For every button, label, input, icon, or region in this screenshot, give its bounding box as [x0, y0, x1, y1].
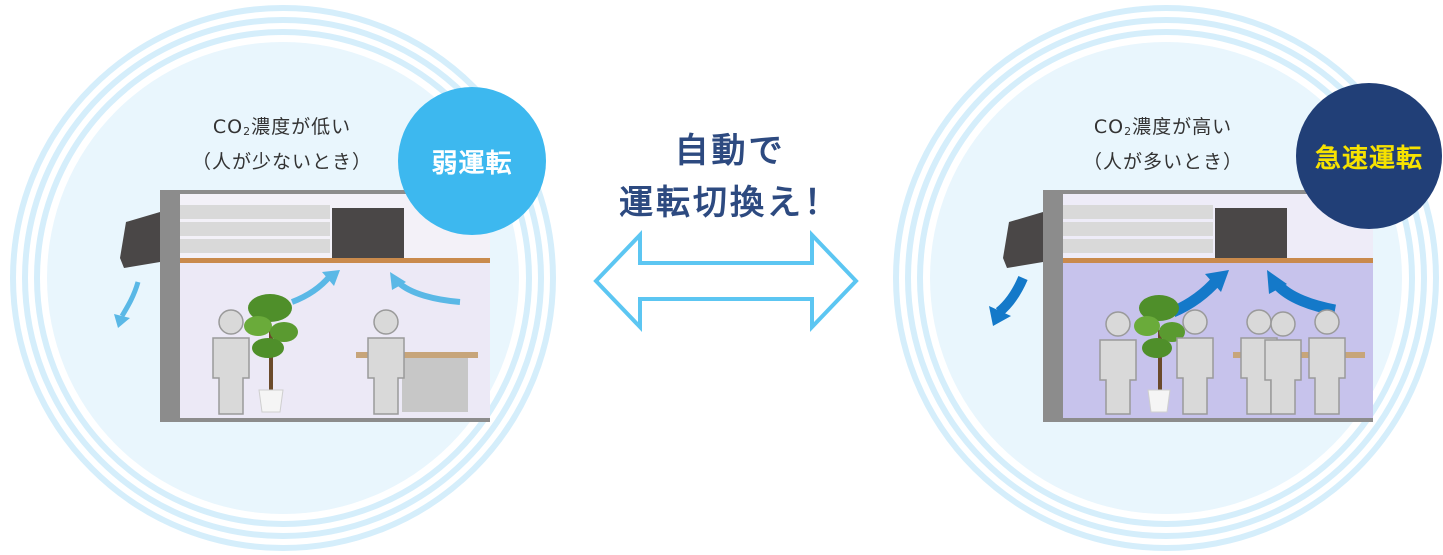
- desk-icon: [356, 352, 478, 412]
- high-co2-illustration: [893, 5, 1439, 551]
- intake-arrow-icon-2: [1272, 280, 1337, 316]
- exhaust-arrow-icon: [995, 275, 1028, 316]
- title-line1: 自動で: [674, 131, 786, 171]
- weak-operation-badge: 弱運転: [398, 87, 546, 235]
- crowd-icon: [1099, 309, 1346, 415]
- co2-label: CO2: [1093, 116, 1133, 138]
- intake-arrow-icon: [290, 274, 333, 305]
- intake-arrow-icon-2: [395, 279, 461, 305]
- title-line2: 運転切換え！: [619, 183, 841, 223]
- caption-line1: 濃度が低い: [251, 116, 352, 138]
- double-headed-arrow-icon: [593, 230, 859, 332]
- concentric-rings: [893, 5, 1439, 551]
- low-co2-illustration: [10, 5, 556, 551]
- rapid-operation-badge: 急速運転: [1296, 83, 1442, 229]
- concentric-rings: [10, 5, 556, 551]
- badge-label: 弱運転: [431, 148, 513, 179]
- caption-line2: （人が少ないとき）: [191, 151, 372, 173]
- low-co2-panel: CO2濃度が低い （人が少ないとき） 弱運転: [0, 0, 560, 555]
- badge-label: 急速運転: [1314, 143, 1423, 174]
- co2-label: CO2: [212, 116, 252, 138]
- high-co2-panel: CO2濃度が高い （人が多いとき） 急速運転: [883, 0, 1443, 555]
- high-co2-caption: CO2濃度が高い （人が多いとき）: [1033, 112, 1293, 177]
- potted-plant-icon: [1134, 295, 1185, 413]
- person-icon-2: [367, 309, 405, 415]
- exhaust-arrowhead: [114, 314, 130, 328]
- low-co2-caption: CO2濃度が低い （人が少ないとき）: [152, 112, 412, 177]
- exhaust-arrow-icon: [119, 281, 141, 318]
- ventilation-unit: [332, 208, 404, 258]
- caption-line1: 濃度が高い: [1132, 116, 1233, 138]
- ventilation-unit: [1215, 208, 1287, 258]
- person-icon: [212, 309, 250, 415]
- caption-line2: （人が多いとき）: [1082, 151, 1243, 173]
- auto-switch-title: 自動で 運転切換え！: [600, 125, 860, 229]
- potted-plant-icon: [244, 294, 298, 413]
